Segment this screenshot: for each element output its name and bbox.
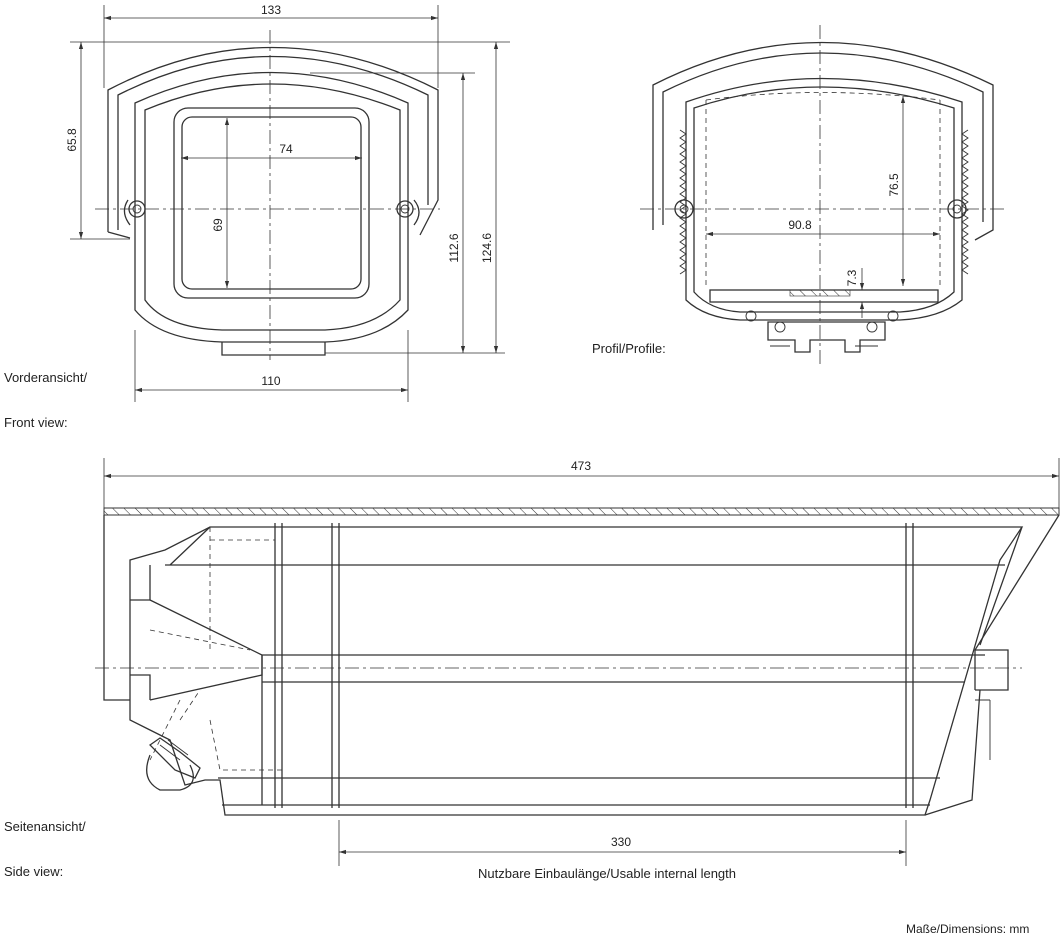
profile-view-drawing: 76.5 90.8 7.3 [640,25,1005,365]
side-view-label-line1: Seitenansicht/ [4,819,86,834]
dim-front-height-inner: 112.6 [447,233,461,262]
dim-profile-height: 76.5 [887,173,901,197]
internal-length-caption: Nutzbare Einbaulänge/Usable internal len… [478,866,737,881]
side-view-label: Seitenansicht/ Side view: [4,789,86,894]
dim-front-width-bottom: 110 [261,374,280,388]
dim-profile-width: 90.8 [788,218,812,232]
side-view-label-line2: Side view: [4,864,64,879]
side-view-drawing: 473 330 [95,458,1060,866]
dim-side-internal: 330 [611,835,631,849]
dim-front-height-total: 124.6 [480,233,494,263]
profile-view-label: Profil/Profile: [592,341,666,356]
dim-front-height-left: 65.8 [65,128,79,152]
dim-profile-offset: 7.3 [845,269,859,286]
dim-side-total: 473 [571,459,591,473]
dim-window-height: 69 [211,218,225,232]
dim-front-width-top: 133 [261,3,281,17]
front-view-label-line1: Vorderansicht/ [4,370,88,385]
dim-window-width: 74 [279,142,293,156]
front-view-drawing: 133 65.8 74 69 112.6 124.6 110 [65,3,510,402]
front-view-label: Vorderansicht/ Front view: [4,340,87,445]
front-view-label-line2: Front view: [4,415,68,430]
units-note: Maße/Dimensions: mm [906,922,1030,936]
